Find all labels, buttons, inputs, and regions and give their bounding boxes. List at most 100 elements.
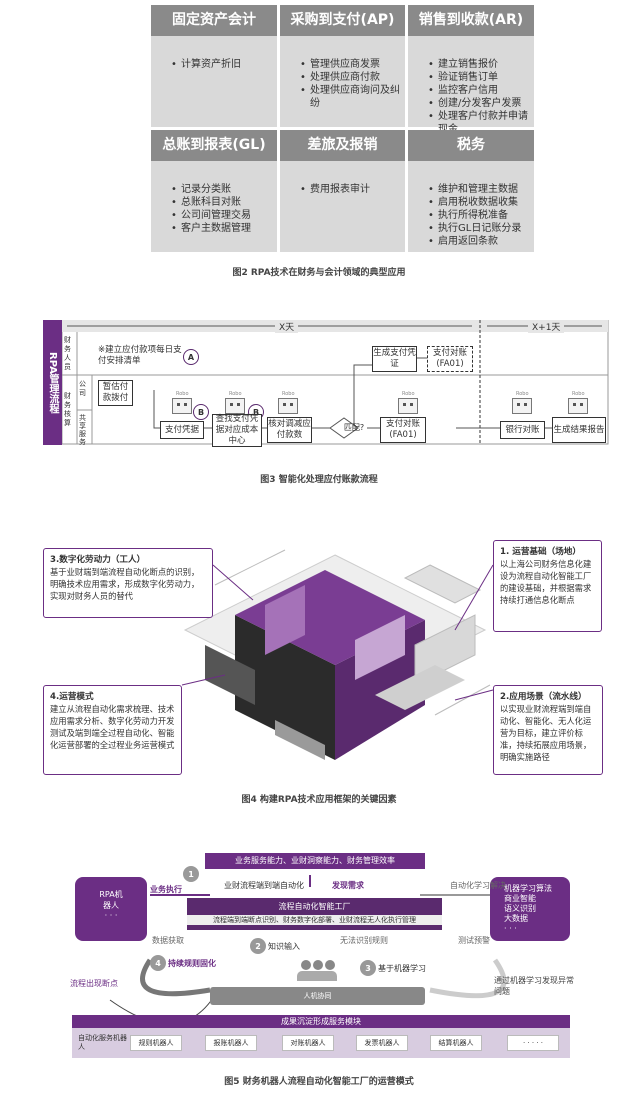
decision-match: 匹配? <box>343 423 365 432</box>
list-item: 总账科目对账 <box>171 196 277 209</box>
ml-item: 语义识别 <box>504 904 536 913</box>
list-item: 维护和管理主数据 <box>428 183 534 196</box>
cell-title: 差旅及报销 <box>280 130 405 161</box>
step-1: 1 <box>183 866 199 882</box>
people-icon <box>297 960 337 982</box>
list-item: 启用税收数据收集 <box>428 196 534 209</box>
label-ml-find: 通过机器学习发现异常问题 <box>494 976 574 996</box>
cell-title: 销售到收款(AR) <box>408 5 534 36</box>
rpa-label: RPA机器人 <box>99 890 123 910</box>
robot-chip: 规则机器人 <box>130 1035 182 1051</box>
cell-items: 记录分类账 总账科目对账 公司间管理交易 客户主数据管理 <box>151 161 277 235</box>
box-text: 以实现业财流程端到端自动化、智能化、无人化运营为目标，建立评价标准，持续拓展应用… <box>500 704 592 762</box>
robot-icon <box>172 398 192 414</box>
robot-chip: 报账机器人 <box>205 1035 257 1051</box>
robot-label: Robo <box>402 391 415 397</box>
label-cannot: 无法识别规则 <box>340 936 388 945</box>
factory-box: 流程自动化智能工厂 流程端到端断点识别、财务数字化部署、业财流程无人化执行管理 <box>187 898 442 930</box>
box-title: 3.数字化劳动力（工人） <box>50 555 146 565</box>
factory-title: 流程自动化智能工厂 <box>278 902 351 911</box>
list-item: 创建/分发客户发票 <box>428 97 534 110</box>
x1-day-label: X+1天 <box>528 320 565 333</box>
cell-travel: 差旅及报销 费用报表审计 <box>280 130 405 252</box>
box-report: 生成结果报告 <box>552 417 606 443</box>
figure-caption: 图5 财务机器人流程自动化智能工厂的运营模式 <box>224 1077 414 1087</box>
robots-label: 自动化服务机器人 <box>78 1034 127 1051</box>
lane-shared-label: 共享服务 <box>79 414 86 446</box>
box-find-voucher: 查找支付凭据对应成本中心 <box>212 414 262 447</box>
box-text: 基于业财端到端流程自动化断点的识别，明确技术应用需求，形成数字化劳动力，实现对财… <box>50 567 200 601</box>
robot-icon <box>278 398 298 414</box>
list-item: 记录分类账 <box>171 183 277 196</box>
list-item: 建立销售报价 <box>428 58 534 71</box>
figure-caption: 图3 智能化处理应付账款流程 <box>260 475 378 485</box>
fig3-frame <box>62 320 609 445</box>
robot-chip: 发票机器人 <box>356 1035 408 1051</box>
label-e2e: 业财流程端到端自动化 <box>224 881 304 890</box>
cell-items: 建立销售报价 验证销售订单 监控客户信用 创建/分发客户发票 处理客户付款并申请… <box>408 36 534 136</box>
box-pay-check-fa: 支付对账(FA01) <box>427 346 473 372</box>
box-pay-check2: 支付对账(FA01) <box>380 417 426 443</box>
list-item: 处理供应商询问及纠纷 <box>300 84 405 110</box>
cell-title: 固定资产会计 <box>151 5 277 36</box>
module-banner: 成果沉淀形成服务模块 <box>72 1015 570 1028</box>
robot-chip: 对账机器人 <box>282 1035 334 1051</box>
circle-b: B <box>193 404 209 420</box>
label-discover: 发现需求 <box>332 881 364 890</box>
label-knowledge: 知识输入 <box>268 942 300 951</box>
list-item: 监控客户信用 <box>428 84 534 97</box>
robot-icon <box>568 398 588 414</box>
list-item: 客户主数据管理 <box>171 222 277 235</box>
ml-item: 商业智能 <box>504 894 536 903</box>
label-test: 测试预警 <box>458 936 490 945</box>
rpa-dots: · · · <box>104 911 118 920</box>
label-exec: 业务执行 <box>150 885 182 894</box>
robot-label: Robo <box>282 391 295 397</box>
step-4: 4 <box>150 955 166 971</box>
cell-items: 管理供应商发票 处理供应商付款 处理供应商询问及纠纷 <box>280 36 405 110</box>
box-pay-est: 暂估付款拨付 <box>98 380 133 406</box>
lane-company-label: 公司 <box>79 380 86 397</box>
list-item: 管理供应商发票 <box>300 58 405 71</box>
box-text: 建立从流程自动化需求梳理、技术应用需求分析、数字化劳动力开发测试及端到端全过程自… <box>50 704 175 750</box>
list-item: 启用返回条款 <box>428 235 534 248</box>
box-title: 2.应用场景（流水线） <box>500 692 587 702</box>
box-gen-voucher: 生成支付凭证 <box>372 346 417 372</box>
ml-box: 机器学习算法 商业智能 语义识别 大数据 · · · <box>490 877 570 941</box>
step-2: 2 <box>250 938 266 954</box>
ml-item: 大数据 <box>504 914 528 923</box>
list-item: 执行所得税准备 <box>428 209 534 222</box>
side-title: RPA管理流程 <box>47 351 58 414</box>
box-text: 以上海公司财务信息化建设为流程自动化智能工厂的建设基础，并根据需求持续打通信息化… <box>500 559 592 605</box>
x-day-label: X天 <box>275 320 299 333</box>
cell-tax: 税务 维护和管理主数据 启用税收数据收集 执行所得税准备 执行GL日记账分录 启… <box>408 130 534 252</box>
fig3-side-title: RPA管理流程 <box>43 320 62 445</box>
fig4-box-1: 1. 运营基础（场地） 以上海公司财务信息化建设为流程自动化智能工厂的建设基础，… <box>493 540 602 632</box>
ml-title: 机器学习算法 <box>504 884 552 893</box>
rpa-box: RPA机器人 · · · <box>75 877 147 941</box>
hmc-label: 人机协同 <box>303 992 332 1000</box>
step-3: 3 <box>360 960 376 976</box>
robot-label: Robo <box>176 391 189 397</box>
leader-lines <box>181 564 494 701</box>
cell-items: 维护和管理主数据 启用税收数据收集 执行所得税准备 执行GL日记账分录 启用返回… <box>408 161 534 248</box>
robot-icon <box>398 398 418 414</box>
cell-ar: 销售到收款(AR) 建立销售报价 验证销售订单 监控客户信用 创建/分发客户发票… <box>408 5 534 135</box>
box-verify: 核对调减应付款数 <box>267 417 312 443</box>
box-title: 4.运营模式 <box>50 692 94 702</box>
figure-caption: 图2 RPA技术在财务与会计领域的典型应用 <box>232 268 406 278</box>
lane-bottom-label: 财务核算 <box>64 392 71 427</box>
list-item: 处理客户付款并申请现金 <box>428 110 534 136</box>
list-item: 验证销售订单 <box>428 71 534 84</box>
robot-chip: · · · · · <box>507 1035 559 1051</box>
fig4-box-2: 2.应用场景（流水线） 以实现业财流程端到端自动化、智能化、无人化运营为目标，建… <box>493 685 603 775</box>
box-pay-voucher: 支付凭据 <box>160 421 204 439</box>
hmc-bar: 人机协同 <box>210 987 425 1005</box>
isometric-factory-illustration <box>183 549 491 760</box>
list-item: 处理供应商付款 <box>300 71 405 84</box>
label-data: 数据获取 <box>152 936 184 945</box>
cell-gl: 总账到报表(GL) 记录分类账 总账科目对账 公司间管理交易 客户主数据管理 <box>151 130 277 252</box>
circle-a: A <box>183 349 199 365</box>
fig4-box-3: 3.数字化劳动力（工人） 基于业财端到端流程自动化断点的识别，明确技术应用需求，… <box>43 548 213 618</box>
robot-chip: 结算机器人 <box>430 1035 482 1051</box>
